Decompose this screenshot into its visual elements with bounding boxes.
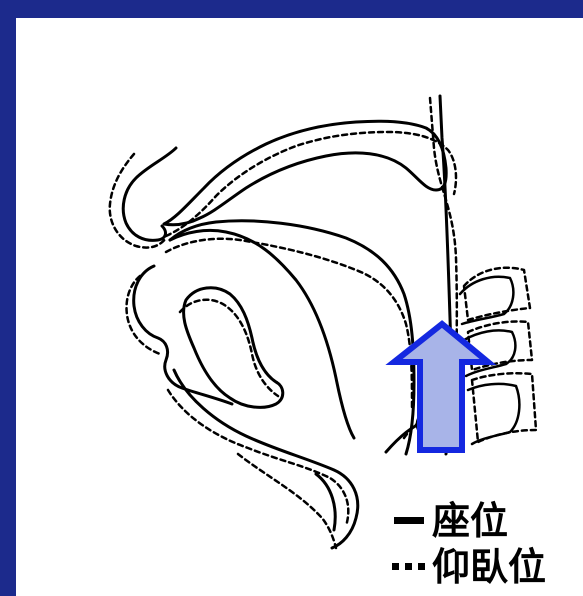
upper-lip-dotted xyxy=(110,154,166,248)
tongue-dotted xyxy=(166,239,412,408)
lower-lip-dotted xyxy=(127,276,161,354)
legend-item-supine: 仰臥位 xyxy=(388,544,583,590)
legend-label-supine: 仰臥位 xyxy=(432,547,546,587)
solid-line-swatch xyxy=(388,501,432,541)
legend-label-sitting: 座位 xyxy=(432,501,508,541)
slide-frame: 座位 仰臥位 xyxy=(8,8,583,588)
chin-neck-solid xyxy=(174,370,358,548)
legend-item-sitting: 座位 xyxy=(388,498,583,544)
pharynx-wall-solid xyxy=(170,221,414,454)
floor-loop-solid xyxy=(184,288,283,408)
hard-palate-solid xyxy=(164,121,446,225)
upper-lip-solid xyxy=(123,148,176,240)
neck-back-dotted xyxy=(238,454,336,548)
sitting-outline xyxy=(123,96,451,548)
chin-neck-dotted xyxy=(168,390,348,526)
legend: 座位 仰臥位 xyxy=(388,498,583,590)
dotted-line-swatch xyxy=(388,547,432,587)
vertebra-solid-3 xyxy=(468,384,519,444)
